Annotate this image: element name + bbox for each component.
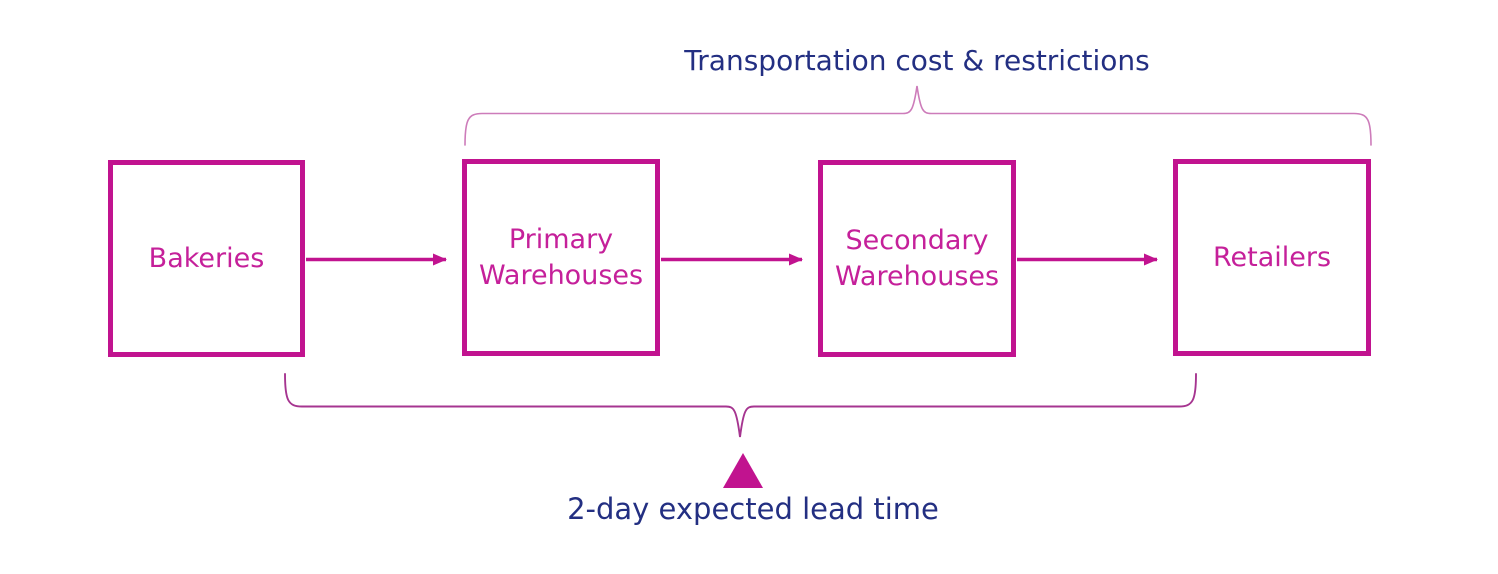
up-triangle-icon	[723, 453, 763, 488]
transportation-cost-label: Transportation cost & restrictions	[684, 44, 1150, 77]
node-label: Secondary Warehouses	[834, 225, 1000, 292]
node-primary-warehouses: Primary Warehouses	[462, 159, 660, 356]
lead-time-label: 2-day expected lead time	[567, 492, 939, 526]
node-label: Retailers	[1212, 241, 1332, 273]
top-brace	[464, 85, 1372, 146]
node-label: Bakeries	[148, 242, 265, 274]
node-label: Primary Warehouses	[478, 224, 644, 291]
node-retailers: Retailers	[1173, 159, 1371, 356]
bottom-brace	[284, 373, 1197, 438]
node-secondary-warehouses: Secondary Warehouses	[818, 160, 1016, 357]
node-bakeries: Bakeries	[108, 160, 305, 357]
